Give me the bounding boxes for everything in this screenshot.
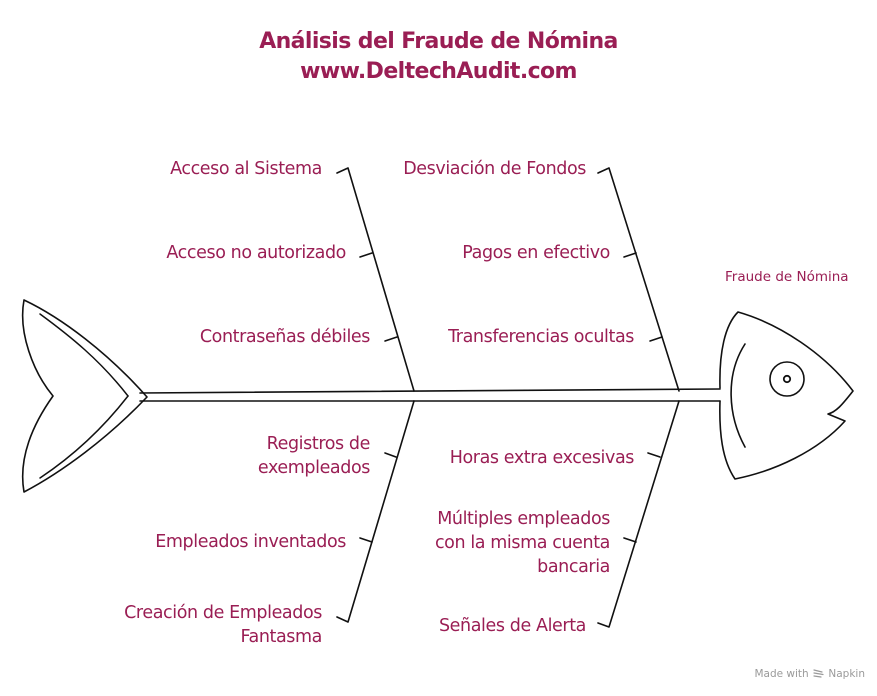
- cause-label-registros-exempleados: Registros de exempleados: [257, 434, 370, 478]
- fish-gill: [730, 343, 746, 448]
- bone-creacion-empleados-fantasma: [336, 400, 415, 623]
- made-with-text: Made with: [754, 668, 809, 680]
- fish-eye: [769, 361, 805, 397]
- fish-tail: [21, 299, 148, 493]
- bone-acceso-al-sistema: [336, 167, 415, 392]
- category-label-desviacion-de-fondos: Desviación de Fondos: [403, 159, 586, 179]
- tick-contrasenas-debiles: [384, 336, 398, 342]
- cause-label-contrasenas-debiles: Contraseñas débiles: [199, 327, 371, 347]
- made-with-napkin: Made with Napkin: [754, 668, 865, 680]
- cause-label-horas-extra: Horas extra excesivas: [449, 448, 635, 468]
- diagram-subtitle: www.DeltechAudit.com: [300, 59, 577, 84]
- fish-tail-inner: [39, 395, 129, 479]
- cause-label-empleados-inventados: Empleados inventados: [155, 532, 346, 552]
- category-label-creacion-empleados-fantasma: Creación de Empleados Fantasma: [124, 603, 322, 647]
- napkin-brand-text: Napkin: [828, 668, 865, 680]
- tick-pagos-en-efectivo: [623, 252, 637, 258]
- tick-horas-extra: [647, 452, 661, 458]
- cause-label-transferencias-ocultas: Transferencias ocultas: [448, 327, 634, 347]
- tick-acceso-no-autorizado: [359, 252, 373, 258]
- napkin-logo-icon: [813, 669, 824, 678]
- fish-spine: [139, 388, 721, 402]
- fish-tail-inner: [39, 313, 129, 397]
- cause-label-acceso-no-autorizado: Acceso no autorizado: [166, 243, 346, 263]
- tick-registros-exempleados: [384, 452, 397, 458]
- fish-pupil: [782, 374, 792, 384]
- category-label-acceso-al-sistema: Acceso al Sistema: [170, 159, 322, 179]
- fish-head: [719, 311, 854, 480]
- tick-multiples-empleados: [623, 537, 637, 543]
- cause-label-multiples-empleados: Múltiples empleados con la misma cuenta …: [434, 509, 610, 577]
- tick-empleados-inventados: [359, 537, 373, 543]
- bone-senales-de-alerta: [597, 400, 680, 628]
- tick-transferencias-ocultas: [649, 336, 663, 342]
- category-label-senales-de-alerta: Señales de Alerta: [438, 616, 586, 636]
- diagram-title: Análisis del Fraude de Nómina: [259, 29, 618, 54]
- bone-desviacion-de-fondos: [597, 167, 680, 392]
- cause-label-pagos-en-efectivo: Pagos en efectivo: [462, 243, 610, 263]
- effect-label: Fraude de Nómina: [725, 269, 849, 285]
